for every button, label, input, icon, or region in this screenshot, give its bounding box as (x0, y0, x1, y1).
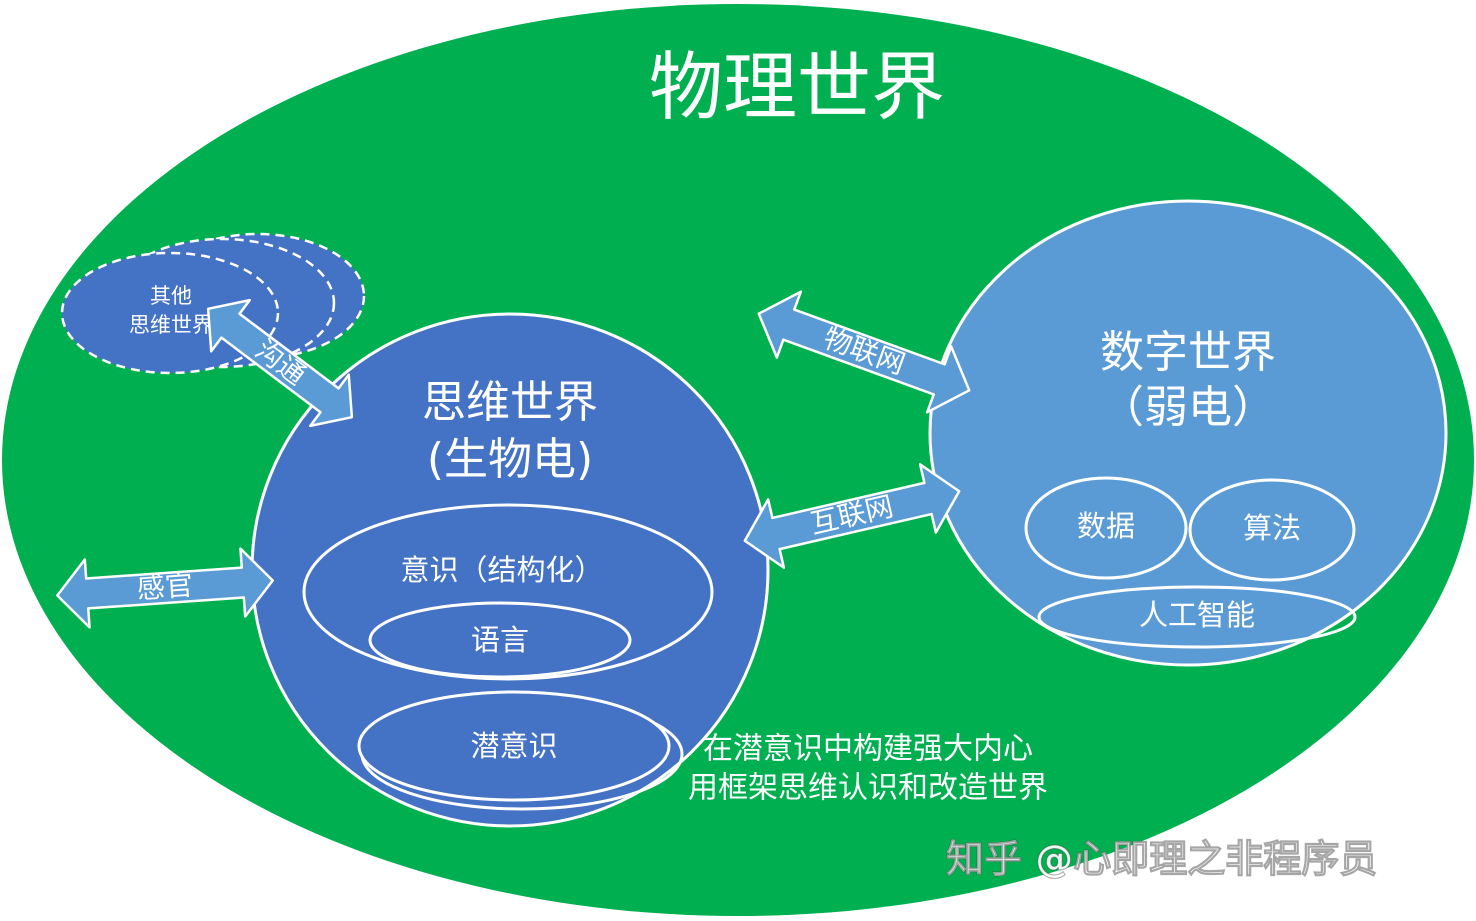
watermark: 知乎 @心即理之非程序员 (946, 837, 1377, 881)
data-label: 数据 (1077, 509, 1135, 543)
other-minds-label-line1: 其他 (150, 284, 192, 308)
language-ellipse (368, 601, 632, 679)
subconscious-label: 潜意识 (470, 729, 557, 763)
ai-label: 人工智能 (1139, 598, 1255, 632)
iot-arrow-shape (757, 290, 971, 414)
ai-ellipse (1037, 585, 1357, 649)
other-minds-group: 其他 思维世界 (60, 232, 366, 375)
physical-world-title: 物理世界 (649, 45, 945, 131)
language-label: 语言 (471, 623, 529, 657)
digital-world-title: 数字世界 (1100, 327, 1276, 378)
other-minds-ellipse-front (60, 251, 280, 375)
consciousness-ellipse (302, 503, 714, 681)
algorithm-ellipse (1188, 478, 1356, 582)
algorithm-label: 算法 (1243, 511, 1301, 545)
senses-arrow-label: 感官 (136, 569, 194, 606)
mind-world-subtitle: (生物电) (427, 434, 593, 485)
data-ellipse (1024, 476, 1188, 580)
other-minds-label-line2: 思维世界 (129, 313, 213, 337)
consciousness-label: 意识（结构化） (400, 553, 603, 587)
senses-arrow-shape (56, 547, 274, 629)
digital-world-subtitle: （弱电） (1100, 382, 1276, 433)
caption-line1: 在潜意识中构建强大内心 (703, 732, 1033, 767)
subconscious-ellipse (357, 690, 671, 802)
internet-arrow-shape (743, 463, 961, 569)
senses-arrow: 感官 (56, 547, 274, 629)
caption-line2: 用框架思维认识和改造世界 (688, 771, 1048, 806)
digital-world-circle (928, 199, 1448, 667)
mind-world-title: 思维世界 (422, 377, 598, 428)
communication-arrow-shape (206, 298, 354, 428)
